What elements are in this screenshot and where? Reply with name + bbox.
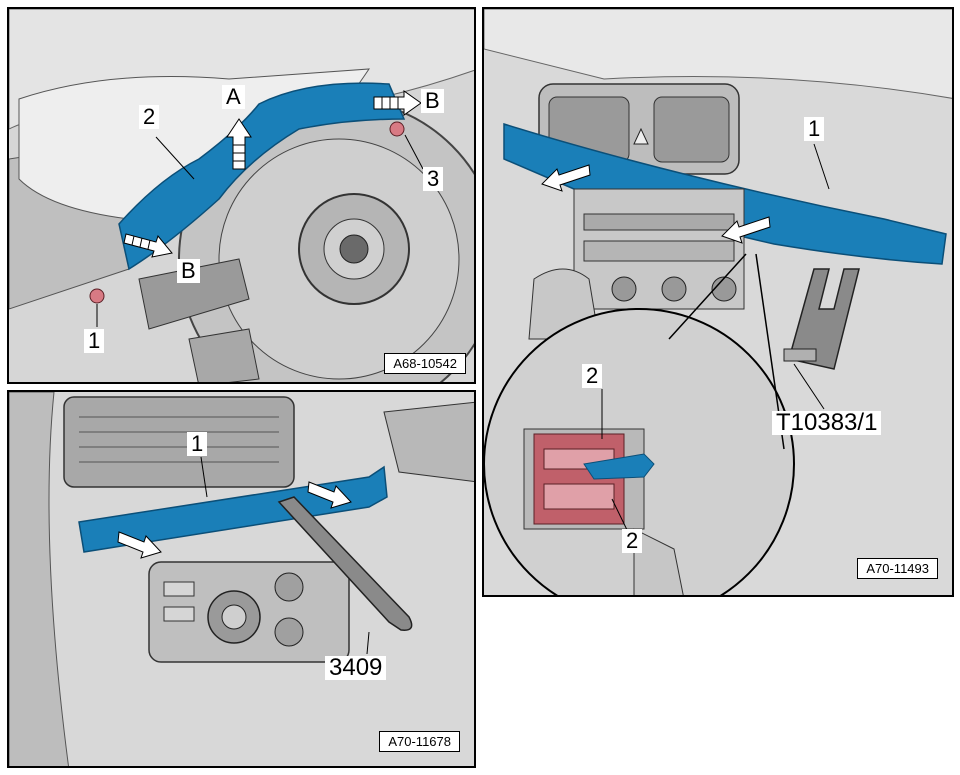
reference-code: A70-11678	[379, 731, 460, 752]
reference-code: A68-10542	[384, 353, 466, 374]
callout-1: 1	[804, 117, 825, 141]
arrow-b-top-icon	[373, 90, 422, 116]
arrow-a-icon	[226, 118, 252, 170]
callout-tool-3409: 3409	[325, 656, 387, 680]
screw-3	[389, 121, 405, 137]
arrow-left-1-icon	[541, 164, 591, 192]
panel-center-console-trim: 1 T10383/1 2 2 A70-11493	[482, 7, 954, 597]
arrow-down-2-icon	[117, 531, 162, 559]
arrow-b-left-icon	[123, 233, 173, 258]
console-illustration	[484, 9, 952, 595]
callout-2: 2	[139, 105, 160, 129]
callout-1: 1	[84, 329, 105, 353]
callout-2-top: 2	[582, 364, 603, 388]
panel-light-switch-trim: 1 3409 A70-11678	[7, 390, 476, 768]
retaining-clip-icon	[533, 433, 625, 525]
callout-tool-t10383: T10383/1	[772, 411, 882, 435]
callout-1: 1	[187, 432, 208, 456]
callout-b-left: B	[177, 259, 200, 283]
panel-steering-trim: 2 A B 3 B 1 A68-10542	[7, 7, 476, 384]
callout-3: 3	[423, 167, 444, 191]
reference-code: A70-11493	[857, 558, 938, 579]
callout-a: A	[222, 85, 245, 109]
trim-panel-2	[118, 82, 406, 271]
arrow-left-2-icon	[721, 216, 771, 244]
steering-illustration	[9, 9, 474, 382]
light-switch-illustration	[9, 392, 474, 766]
arrow-down-1-icon	[307, 481, 352, 509]
tool-3409-icon	[277, 496, 413, 631]
callout-b-top: B	[421, 89, 444, 113]
callout-2-bottom: 2	[622, 529, 643, 553]
screw-1	[89, 288, 105, 304]
tool-t10383-icon	[783, 268, 860, 370]
